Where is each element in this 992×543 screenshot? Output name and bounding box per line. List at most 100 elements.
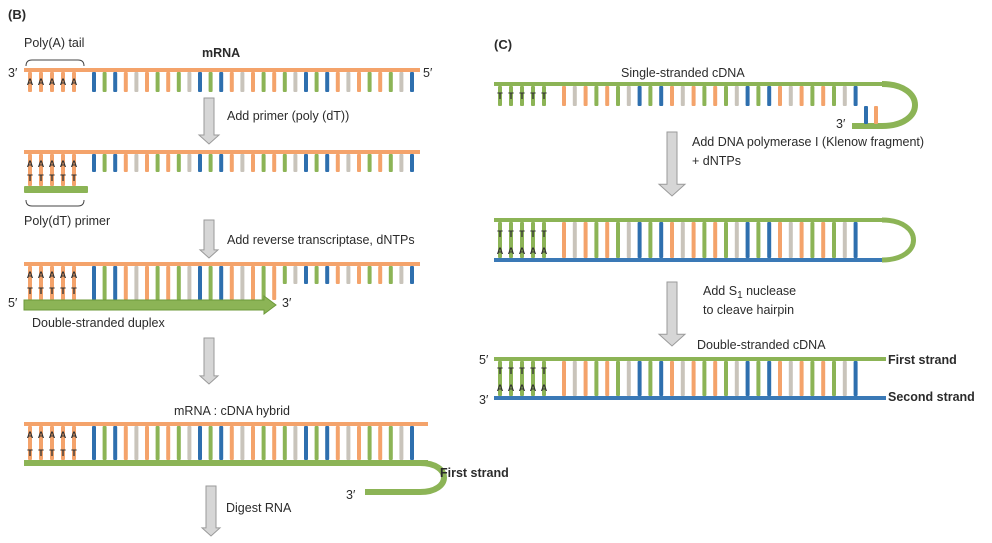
ds-base <box>562 222 566 258</box>
mrna-base <box>261 72 266 92</box>
ds-t-pin <box>520 222 524 258</box>
duplex-base <box>261 266 266 300</box>
duplex-base <box>282 266 287 284</box>
poly-a-pin <box>50 72 54 92</box>
base-a: A <box>38 77 45 87</box>
mrna-base <box>357 72 361 92</box>
base-a: A <box>38 430 45 440</box>
ds-5prime-label: 5′ <box>479 353 489 367</box>
first-strand-hairpin <box>365 460 447 495</box>
hybrid-base <box>314 426 319 460</box>
ss-cdna-base <box>659 86 664 106</box>
hairpin-base <box>874 106 878 124</box>
mrna-base <box>176 72 181 92</box>
mrna-base <box>346 72 351 92</box>
ss-t-pin <box>531 86 535 106</box>
ds-base <box>788 222 793 258</box>
final-base <box>821 361 826 396</box>
base-t: T <box>530 229 536 239</box>
base-t: T <box>508 91 514 101</box>
ds-hairpin-bottom <box>494 258 884 262</box>
mrna-base <box>293 154 298 172</box>
base-t: T <box>71 173 77 183</box>
hybrid-base <box>155 426 160 460</box>
ds-cdna-label: Double-stranded cDNA <box>697 338 826 352</box>
ss-t-pin <box>542 86 546 106</box>
step-add-reverse-transcriptase: Add reverse transcriptase, dNTPs <box>227 233 415 247</box>
mrna-base <box>145 72 149 92</box>
duplex-base <box>410 266 414 284</box>
poly-a-pin <box>50 266 54 300</box>
ds-base <box>832 222 836 258</box>
mrna-base <box>166 72 171 92</box>
ds-base <box>745 222 750 258</box>
mrna-base <box>187 154 192 172</box>
ds-base <box>853 222 858 258</box>
ds-base <box>778 222 782 258</box>
duplex-base <box>325 266 330 284</box>
ss-cdna-base <box>626 86 631 106</box>
final-base <box>778 361 782 396</box>
base-a: A <box>27 77 34 87</box>
second-strand-backbone <box>494 396 886 400</box>
mrna-base <box>229 72 234 92</box>
hybrid-base <box>399 426 404 460</box>
mrna-base <box>410 72 414 92</box>
mrna-base <box>145 154 149 172</box>
ds-t-pin <box>542 222 546 258</box>
base-a: A <box>49 430 56 440</box>
base-t: T <box>497 91 503 101</box>
ss-cdna-base <box>842 86 847 106</box>
duplex-base <box>145 266 149 300</box>
mrna-backbone-3 <box>24 262 420 266</box>
mrna-base <box>325 72 330 92</box>
ds-base <box>648 222 653 258</box>
base-a: A <box>27 270 34 280</box>
hairpin-base <box>864 106 868 124</box>
duplex-label: Double-stranded duplex <box>32 316 165 330</box>
poly-a-bracket <box>25 59 85 67</box>
mrna-backbone <box>24 68 420 72</box>
arrow-add-primer <box>197 97 221 145</box>
mrna-base <box>314 72 319 92</box>
mrna-base <box>335 154 340 172</box>
base-a: A <box>519 383 526 393</box>
ss-cdna-base <box>778 86 782 106</box>
base-a: A <box>60 430 67 440</box>
ds-base <box>691 222 696 258</box>
base-t: T <box>27 286 33 296</box>
mrna-base <box>410 154 414 172</box>
final-t-pin <box>531 361 535 396</box>
ss-cdna-backbone <box>494 82 884 86</box>
poly-a-pin <box>39 266 43 300</box>
ss-cdna-base <box>637 86 642 106</box>
hybrid-base <box>187 426 192 460</box>
final-base <box>637 361 642 396</box>
ds-base <box>756 222 761 258</box>
ss-cdna-base <box>583 86 588 106</box>
duplex-base <box>198 266 202 300</box>
mrna-base <box>219 154 224 172</box>
ds-base <box>616 222 620 258</box>
hybrid-base <box>293 426 298 460</box>
base-a: A <box>508 383 515 393</box>
duplex-base <box>357 266 361 284</box>
base-a: A <box>38 159 45 169</box>
duplex-base <box>92 266 96 300</box>
duplex-base <box>176 266 181 300</box>
base-t: T <box>508 229 514 239</box>
duplex-base <box>346 266 351 284</box>
base-a: A <box>60 77 67 87</box>
arrow-add-rt <box>198 219 220 259</box>
ss-cdna-base <box>702 86 707 106</box>
hybrid-base <box>346 426 351 460</box>
ss-cdna-base <box>724 86 728 106</box>
duplex-5prime-label: 5′ <box>8 296 18 310</box>
ss-cdna-base <box>572 86 577 106</box>
final-base <box>745 361 750 396</box>
ds-base <box>680 222 685 258</box>
base-t: T <box>497 366 503 376</box>
step-add-dntps: + dNTPs <box>692 154 741 168</box>
ss-cdna-base <box>821 86 826 106</box>
final-t-pin <box>520 361 524 396</box>
